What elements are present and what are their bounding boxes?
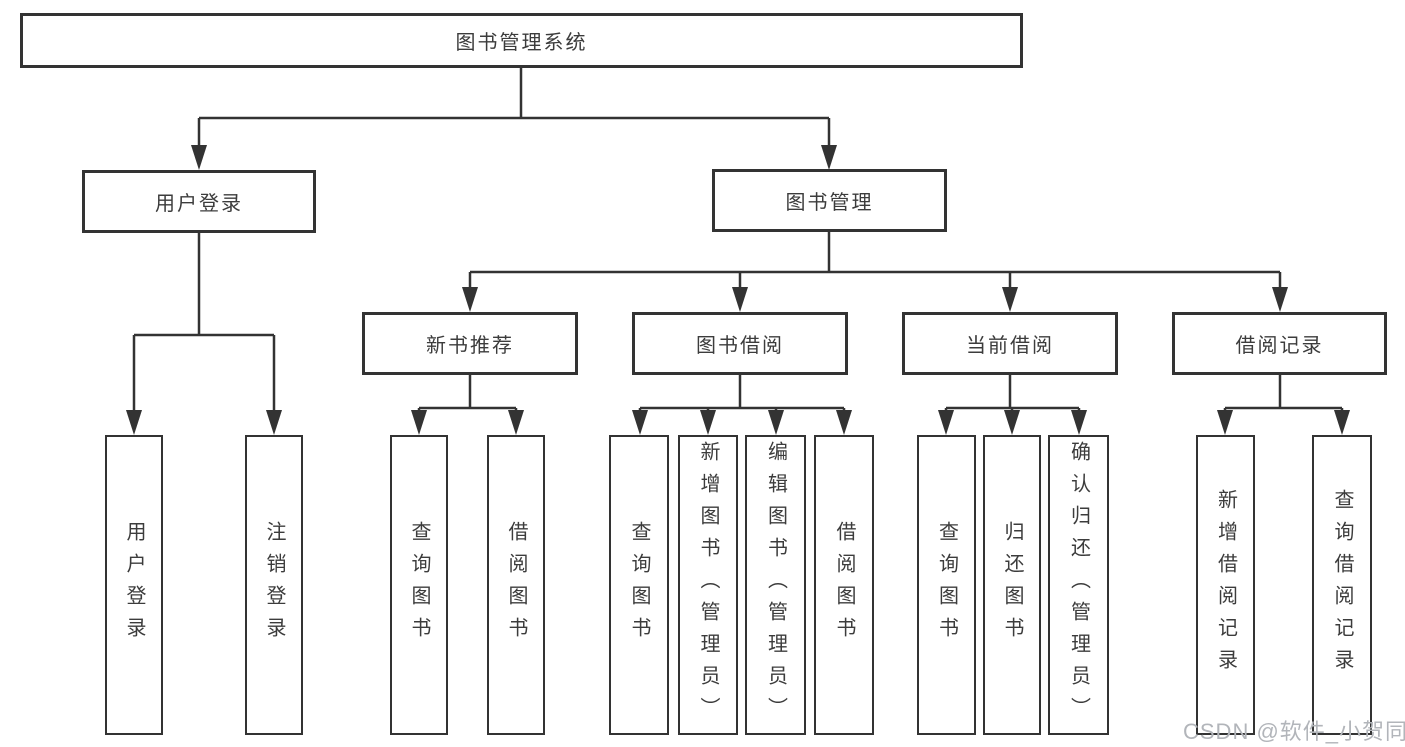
node-leaf-bb-edit-book: 编辑图书（管理员） bbox=[745, 435, 806, 735]
node-borrow-record: 借阅记录 bbox=[1172, 312, 1387, 375]
node-leaf-cb-confirm-return-label: 确认归还（管理员） bbox=[1067, 441, 1090, 729]
node-leaf-bb-add-book: 新增图书（管理员） bbox=[678, 435, 738, 735]
node-leaf-rec-borrow-book-label: 借阅图书 bbox=[505, 521, 527, 649]
node-leaf-cb-confirm-return: 确认归还（管理员） bbox=[1048, 435, 1109, 735]
node-new-book-recommend-label: 新书推荐 bbox=[426, 335, 514, 357]
node-current-borrow: 当前借阅 bbox=[902, 312, 1118, 375]
node-leaf-user-login: 用户登录 bbox=[105, 435, 163, 735]
node-book-borrow-label: 图书借阅 bbox=[696, 335, 784, 357]
node-root-label: 图书管理系统 bbox=[455, 32, 588, 54]
tree-edges bbox=[132, 68, 1344, 414]
node-leaf-rec-query-book-label: 查询图书 bbox=[408, 521, 430, 649]
node-user-login-branch-label: 用户登录 bbox=[155, 193, 243, 215]
node-book-borrow: 图书借阅 bbox=[632, 312, 848, 375]
node-leaf-bb-borrow-book-label: 借阅图书 bbox=[833, 521, 855, 649]
node-leaf-bb-add-book-label: 新增图书（管理员） bbox=[697, 441, 719, 729]
node-current-borrow-label: 当前借阅 bbox=[966, 335, 1054, 357]
node-root: 图书管理系统 bbox=[20, 13, 1023, 68]
node-borrow-record-label: 借阅记录 bbox=[1235, 335, 1324, 357]
node-leaf-bb-query-book-label: 查询图书 bbox=[628, 521, 650, 649]
node-leaf-logout-label: 注销登录 bbox=[263, 521, 285, 649]
node-leaf-bb-borrow-book: 借阅图书 bbox=[814, 435, 874, 735]
node-leaf-br-query-record: 查询借阅记录 bbox=[1312, 435, 1372, 735]
node-user-login-branch: 用户登录 bbox=[82, 170, 316, 233]
node-leaf-cb-return-book: 归还图书 bbox=[983, 435, 1041, 735]
node-leaf-cb-return-book-label: 归还图书 bbox=[1001, 521, 1023, 649]
node-leaf-rec-borrow-book: 借阅图书 bbox=[487, 435, 545, 735]
node-leaf-cb-query-book: 查询图书 bbox=[917, 435, 976, 735]
node-leaf-br-add-record: 新增借阅记录 bbox=[1196, 435, 1255, 735]
node-book-management-branch: 图书管理 bbox=[712, 169, 947, 232]
node-leaf-cb-query-book-label: 查询图书 bbox=[935, 521, 958, 649]
arrowheads bbox=[126, 145, 1350, 435]
node-leaf-bb-query-book: 查询图书 bbox=[609, 435, 669, 735]
node-leaf-user-login-label: 用户登录 bbox=[123, 521, 145, 649]
node-leaf-bb-edit-book-label: 编辑图书（管理员） bbox=[764, 441, 787, 729]
node-book-management-branch-label: 图书管理 bbox=[785, 192, 874, 214]
node-leaf-rec-query-book: 查询图书 bbox=[390, 435, 448, 735]
csdn-watermark: CSDN @软件_小贺同学 bbox=[1183, 719, 1405, 744]
node-leaf-br-query-record-label: 查询借阅记录 bbox=[1331, 489, 1353, 681]
node-new-book-recommend: 新书推荐 bbox=[362, 312, 578, 375]
node-leaf-logout: 注销登录 bbox=[245, 435, 303, 735]
node-leaf-br-add-record-label: 新增借阅记录 bbox=[1214, 489, 1237, 681]
